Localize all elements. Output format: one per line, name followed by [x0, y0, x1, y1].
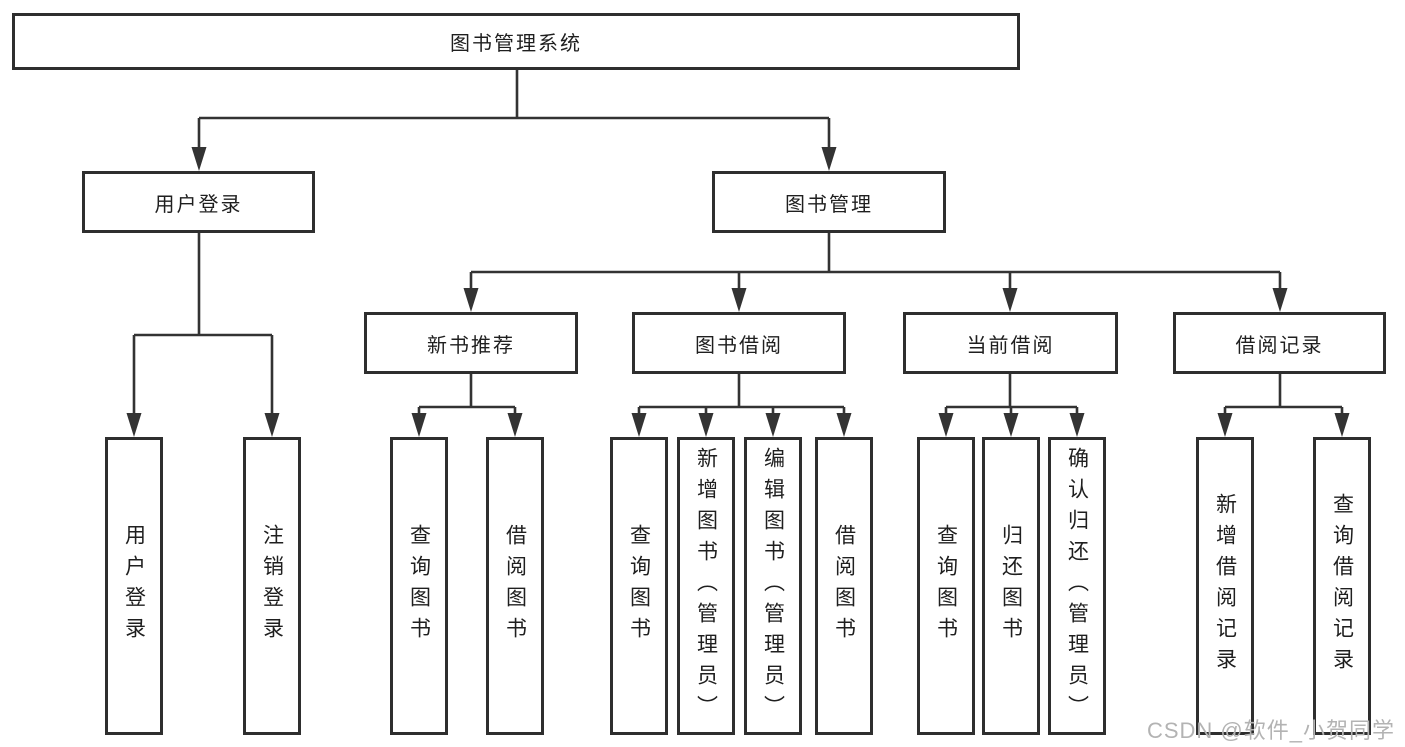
node-label: 图书管理系统	[450, 33, 582, 55]
node-root-system: 图书管理系统	[12, 13, 1020, 70]
leaf-label: 注销登录	[260, 524, 284, 648]
leaf-label: 查询借阅记录	[1330, 493, 1354, 679]
connector-root-split	[197, 70, 831, 149]
arrow-head	[411, 413, 427, 437]
leaf-label: 归还图书	[999, 524, 1023, 648]
node-new-book-recommend: 新书推荐	[364, 312, 578, 374]
leaf-recommend-query-books: 查询图书	[390, 437, 448, 735]
leaf-label: 确认归还（管理员）	[1065, 446, 1089, 726]
leaf-label: 查询图书	[934, 524, 958, 648]
leaf-logout: 注销登录	[243, 437, 301, 735]
leaf-label: 借阅图书	[832, 524, 856, 648]
csdn-watermark: CSDN @软件_小贺同学	[1146, 718, 1395, 743]
leaf-current-query-books: 查询图书	[917, 437, 975, 735]
arrow-head	[698, 413, 714, 437]
arrow-head	[1002, 288, 1018, 312]
arrow-head	[126, 413, 142, 437]
node-borrowing-records: 借阅记录	[1173, 312, 1386, 374]
leaf-user-login: 用户登录	[105, 437, 163, 735]
connector-book-borrowing	[637, 374, 846, 414]
arrow-head	[463, 288, 479, 312]
node-book-management: 图书管理	[712, 171, 946, 233]
node-label: 新书推荐	[427, 334, 515, 357]
arrow-head	[765, 413, 781, 437]
node-label: 当前借阅	[966, 334, 1055, 357]
leaf-label: 新增借阅记录	[1213, 493, 1237, 679]
leaf-borrowing-edit-books: 编辑图书（管理员）	[744, 437, 802, 735]
arrow-head	[1003, 413, 1019, 437]
leaf-label: 借阅图书	[503, 524, 527, 648]
leaf-label: 编辑图书（管理员）	[761, 446, 785, 726]
arrow-head	[507, 413, 523, 437]
leaf-label: 用户登录	[122, 524, 146, 648]
leaf-label: 查询图书	[627, 524, 651, 648]
connector-new-book-recommend	[417, 374, 517, 414]
arrow-head	[1334, 413, 1350, 437]
leaf-records-query-record: 查询借阅记录	[1313, 437, 1371, 735]
leaf-recommend-borrow-books: 借阅图书	[486, 437, 544, 735]
connector-current-borrowing	[944, 374, 1079, 414]
node-book-borrowing: 图书借阅	[632, 312, 846, 374]
arrow-head	[938, 413, 954, 437]
connector-book-management	[469, 233, 1282, 290]
leaf-records-add-record: 新增借阅记录	[1196, 437, 1254, 735]
connector-borrowing-records	[1223, 374, 1344, 414]
arrow-head	[1272, 288, 1288, 312]
leaf-current-confirm-return: 确认归还（管理员）	[1048, 437, 1106, 735]
leaf-borrowing-query-books: 查询图书	[610, 437, 668, 735]
arrow-head	[191, 147, 207, 171]
node-user-login: 用户登录	[82, 171, 315, 233]
arrow-head	[1217, 413, 1233, 437]
node-label: 图书借阅	[695, 334, 783, 357]
arrow-head	[631, 413, 647, 437]
arrow-head	[264, 413, 280, 437]
leaf-label: 新增图书（管理员）	[694, 446, 718, 726]
arrow-head	[731, 288, 747, 312]
node-current-borrowing: 当前借阅	[903, 312, 1118, 374]
leaf-label: 查询图书	[407, 524, 431, 648]
node-label: 借阅记录	[1235, 334, 1324, 357]
arrow-head	[821, 147, 837, 171]
leaf-borrowing-add-books: 新增图书（管理员）	[677, 437, 735, 735]
connector-user-login	[132, 233, 274, 415]
leaf-borrowing-borrow-books: 借阅图书	[815, 437, 873, 735]
leaf-current-return-books: 归还图书	[982, 437, 1040, 735]
node-label: 用户登录	[154, 193, 243, 216]
node-label: 图书管理	[785, 193, 873, 216]
arrow-head	[836, 413, 852, 437]
arrow-head	[1069, 413, 1085, 437]
